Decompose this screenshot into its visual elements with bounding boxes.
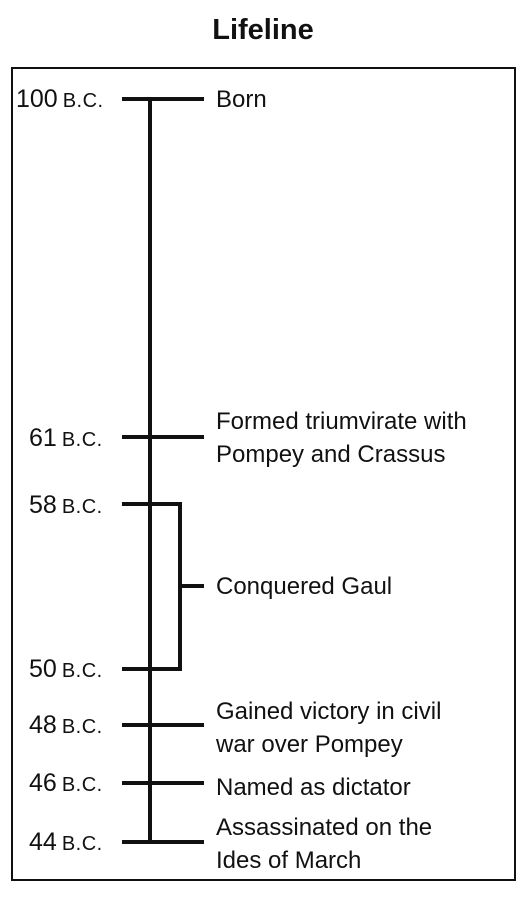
event-label-born: Born	[216, 86, 267, 113]
event-label-dictator: Named as dictator	[216, 774, 411, 801]
diagram-frame	[11, 67, 516, 881]
event-label-conquered-gaul: Conquered Gaul	[216, 573, 393, 600]
event-label-assassinated: Assassinated on the Ides of March	[216, 814, 433, 874]
event-label-civil-war: Gained victory in civil war over Pompey	[216, 698, 442, 758]
diagram-title: Lifeline	[212, 14, 314, 46]
event-label-triumvirate: Formed triumvirate with Pompey and Crass…	[216, 408, 467, 468]
